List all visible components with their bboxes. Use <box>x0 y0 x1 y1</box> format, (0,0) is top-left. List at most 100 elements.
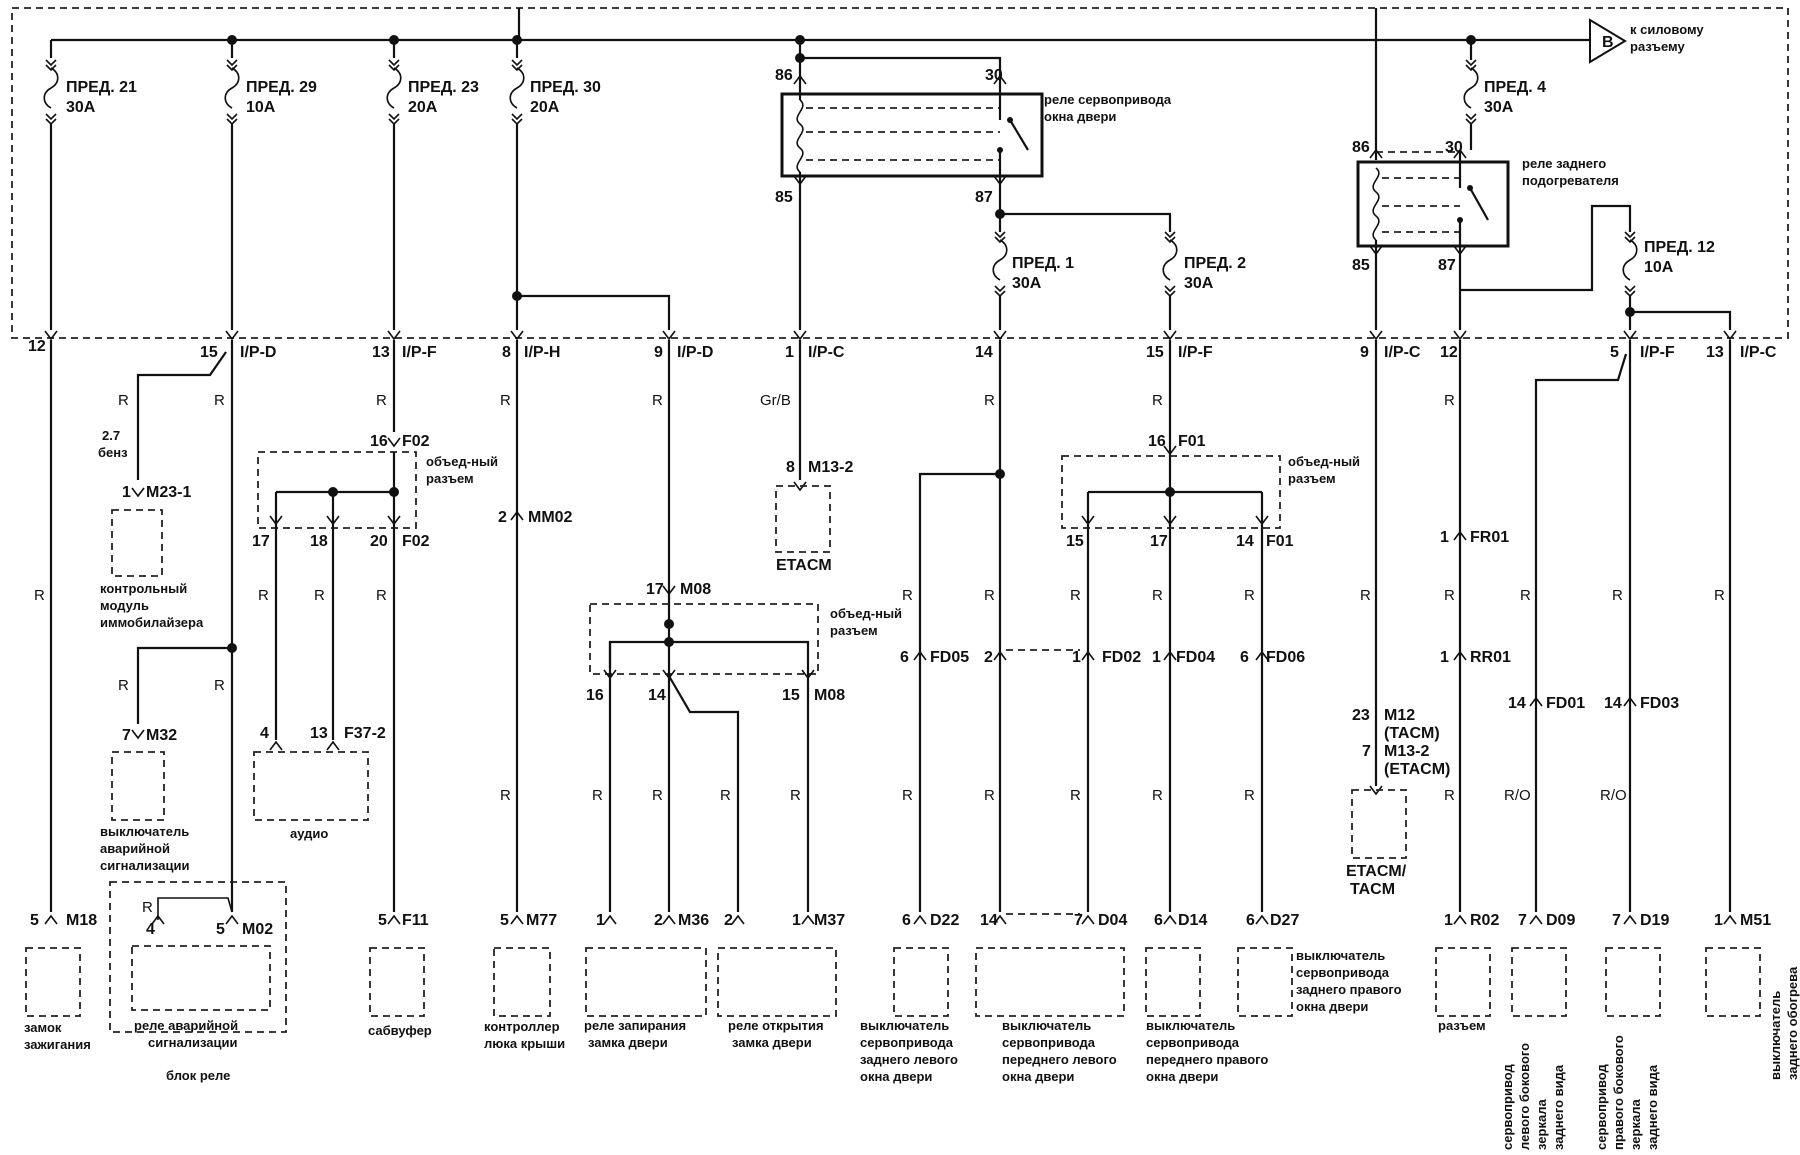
svg-text:R: R <box>376 392 387 409</box>
svg-text:сервопривода: сервопривода <box>1146 1035 1240 1050</box>
svg-text:выключатель: выключатель <box>100 824 189 839</box>
svg-text:сервопривода: сервопривода <box>1296 965 1390 980</box>
svg-text:ПРЕД. 1: ПРЕД. 1 <box>1012 255 1074 272</box>
svg-text:заднего вида: заднего вида <box>1645 1064 1660 1150</box>
svg-text:7: 7 <box>1612 912 1621 929</box>
svg-text:2.7: 2.7 <box>102 428 120 443</box>
svg-text:окна двери: окна двери <box>1002 1069 1074 1084</box>
circuit-immobilizer: R R 2.7 бенз 1 M23-1 контрольный модуль … <box>98 340 287 1083</box>
svg-text:20A: 20A <box>530 99 560 116</box>
svg-text:15: 15 <box>1146 344 1164 361</box>
svg-text:выключатель: выключатель <box>1002 1018 1091 1033</box>
svg-text:FD01: FD01 <box>1546 695 1585 712</box>
svg-text:блок реле: блок реле <box>166 1068 230 1083</box>
svg-text:M37: M37 <box>814 912 845 929</box>
svg-text:D14: D14 <box>1178 912 1207 929</box>
svg-text:контрольный: контрольный <box>100 581 187 596</box>
svg-text:правого бокового: правого бокового <box>1611 1035 1626 1150</box>
svg-text:ETACM: ETACM <box>776 557 832 574</box>
svg-text:30A: 30A <box>1012 275 1042 292</box>
svg-text:реле аварийной: реле аварийной <box>134 1018 238 1033</box>
svg-text:D09: D09 <box>1546 912 1575 929</box>
svg-text:переднего правого: переднего правого <box>1146 1052 1268 1067</box>
svg-text:16: 16 <box>586 687 604 704</box>
svg-text:18: 18 <box>310 533 328 550</box>
svg-text:R: R <box>1244 787 1255 804</box>
svg-text:заднего обогрева: заднего обогрева <box>1785 966 1800 1080</box>
svg-text:заднего правого: заднего правого <box>1296 982 1402 997</box>
svg-text:FR01: FR01 <box>1470 529 1509 546</box>
svg-text:14: 14 <box>975 344 993 361</box>
svg-text:реле заднего: реле заднего <box>1522 156 1606 171</box>
svg-text:RR01: RR01 <box>1470 649 1511 666</box>
svg-text:F01: F01 <box>1178 433 1206 450</box>
svg-text:разъем: разъем <box>830 623 878 638</box>
window-relay: 86 30 85 87 реле сервопривода окна двери <box>775 40 1172 330</box>
svg-text:2: 2 <box>654 912 663 929</box>
svg-text:объед-ный: объед-ный <box>1288 454 1360 469</box>
svg-text:ПРЕД. 21: ПРЕД. 21 <box>66 79 137 96</box>
svg-text:M12: M12 <box>1384 707 1415 724</box>
svg-text:R: R <box>984 787 995 804</box>
svg-text:объед-ный: объед-ный <box>426 454 498 469</box>
svg-text:R: R <box>652 787 663 804</box>
svg-text:разъем: разъем <box>1438 1018 1486 1033</box>
svg-text:14: 14 <box>1236 533 1254 550</box>
svg-text:M32: M32 <box>146 727 177 744</box>
svg-text:F11: F11 <box>402 912 429 929</box>
svg-text:F02: F02 <box>402 433 430 450</box>
svg-text:иммобилайзера: иммобилайзера <box>100 615 204 630</box>
svg-text:выключатель: выключатель <box>1296 948 1385 963</box>
svg-text:13: 13 <box>1706 344 1724 361</box>
svg-text:I/P-F: I/P-F <box>402 344 437 361</box>
circuit-ignition: R 5 M18 замок зажигания <box>24 340 97 1052</box>
rear-heater-relay: 86 30 85 87 реле заднего подогревателя <box>1352 40 1632 330</box>
circuit-door-lock: R 17 M08 объед-ный разъем 16 14 15 M08 R… <box>584 340 902 1050</box>
svg-text:M36: M36 <box>678 912 709 929</box>
svg-text:R: R <box>720 787 731 804</box>
svg-text:5: 5 <box>1610 344 1619 361</box>
svg-text:R: R <box>1612 587 1623 604</box>
svg-text:R: R <box>34 587 45 604</box>
svg-text:F01: F01 <box>1266 533 1294 550</box>
ip-connectors: 12 15 I/P-D 13 I/P-F 8 I/P-H 9 I/P-D 1 I… <box>28 330 1777 361</box>
svg-text:2: 2 <box>984 649 993 666</box>
svg-text:сервопривод: сервопривод <box>1500 1063 1515 1150</box>
svg-text:B: B <box>1602 34 1614 51</box>
svg-text:сигнализации: сигнализации <box>100 858 189 873</box>
svg-text:10A: 10A <box>1644 259 1674 276</box>
svg-text:1: 1 <box>1440 649 1449 666</box>
svg-text:сервопривода: сервопривода <box>1002 1035 1096 1050</box>
svg-text:14: 14 <box>1604 695 1622 712</box>
svg-text:7: 7 <box>122 727 131 744</box>
svg-text:6: 6 <box>1240 649 1249 666</box>
circuit-f01: R 16 F01 объед-ный разъем 15 17 14 F01 R… <box>1061 340 1402 1084</box>
svg-text:9: 9 <box>654 344 663 361</box>
circuit-sunroof: R 2 MM02 R 5 M77 контроллер люка крыши <box>484 340 573 1051</box>
svg-text:(TACM): (TACM) <box>1384 725 1440 742</box>
svg-text:замок: замок <box>24 1020 62 1035</box>
svg-text:86: 86 <box>1352 139 1370 156</box>
svg-text:замка двери: замка двери <box>732 1035 812 1050</box>
svg-text:D22: D22 <box>930 912 959 929</box>
svg-text:выключатель: выключатель <box>1768 991 1783 1080</box>
svg-text:R: R <box>118 392 129 409</box>
svg-text:левого бокового: левого бокового <box>1517 1043 1532 1150</box>
svg-text:5: 5 <box>216 921 225 938</box>
svg-text:87: 87 <box>1438 257 1456 274</box>
svg-text:1: 1 <box>1152 649 1161 666</box>
svg-text:FD04: FD04 <box>1176 649 1215 666</box>
svg-text:1: 1 <box>792 912 801 929</box>
svg-text:4: 4 <box>260 725 269 742</box>
svg-text:14: 14 <box>648 687 666 704</box>
svg-text:R: R <box>500 787 511 804</box>
svg-text:30: 30 <box>985 67 1003 84</box>
svg-text:переднего левого: переднего левого <box>1002 1052 1117 1067</box>
svg-text:заднего левого: заднего левого <box>860 1052 958 1067</box>
svg-text:Gr/B: Gr/B <box>760 392 791 409</box>
svg-text:F37-2: F37-2 <box>344 725 386 742</box>
svg-text:5: 5 <box>500 912 509 929</box>
svg-text:R: R <box>902 787 913 804</box>
svg-text:1: 1 <box>1072 649 1081 666</box>
